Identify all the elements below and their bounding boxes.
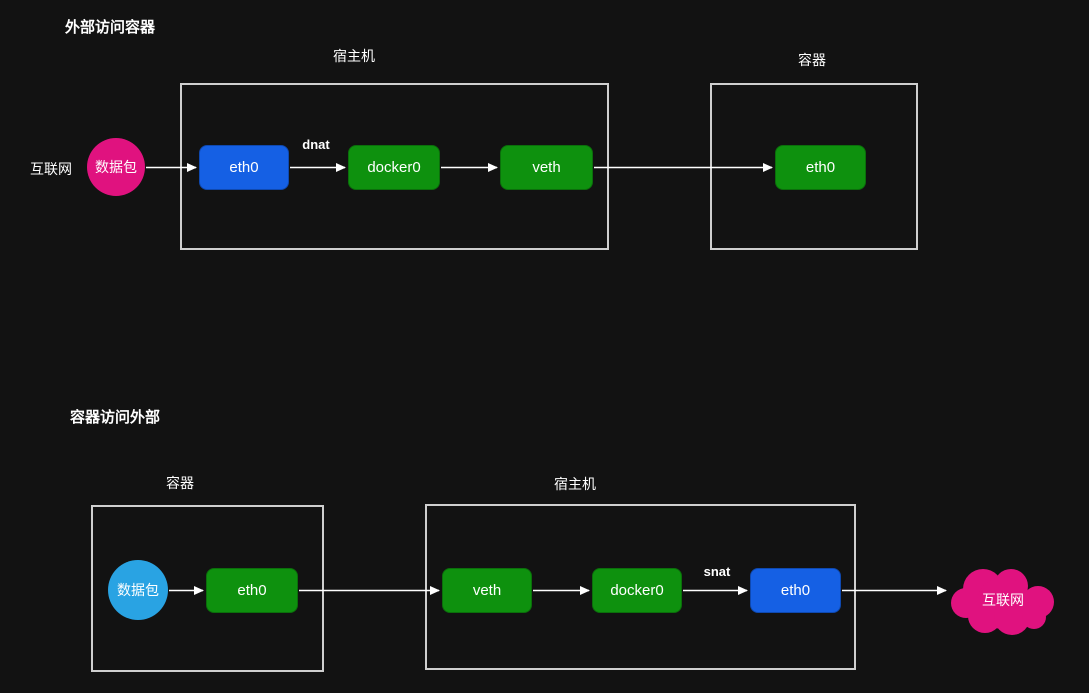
internet-cloud-icon [951, 569, 1054, 635]
bottom-host-group-label: 宿主机 [554, 476, 596, 492]
bottom-container-group-label: 容器 [166, 475, 194, 491]
top-packet-label: 数据包 [95, 159, 137, 175]
top-host-eth0-node: eth0 [199, 145, 289, 190]
top-packet-circle: 数据包 [87, 138, 145, 196]
cloud-internet-label: 互联网 [982, 592, 1024, 608]
top-container-group-label: 容器 [798, 52, 826, 68]
bottom-packet-label: 数据包 [117, 582, 159, 598]
top-host-group-label: 宿主机 [333, 48, 375, 64]
top-host-veth-node: veth [500, 145, 593, 190]
top-dnat-label: dnat [302, 137, 330, 152]
bottom-host-veth-node: veth [442, 568, 532, 613]
top-container-group-box [710, 83, 918, 250]
bottom-section-title: 容器访问外部 [70, 409, 161, 426]
bottom-host-eth0-node: eth0 [750, 568, 841, 613]
bottom-packet-circle: 数据包 [108, 560, 168, 620]
bottom-container-eth0-node: eth0 [206, 568, 298, 613]
top-container-eth0-node: eth0 [775, 145, 866, 190]
bottom-host-group-box [425, 504, 856, 670]
top-host-docker0-node: docker0 [348, 145, 440, 190]
bottom-container-group-box [91, 505, 324, 672]
bottom-snat-label: snat [703, 564, 731, 579]
bottom-host-docker0-node: docker0 [592, 568, 682, 613]
top-section-title: 外部访问容器 [65, 19, 156, 36]
top-internet-label: 互联网 [30, 161, 72, 177]
top-host-group-box [180, 83, 609, 250]
